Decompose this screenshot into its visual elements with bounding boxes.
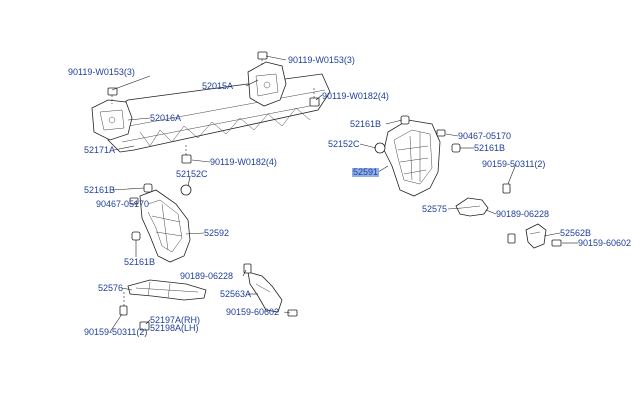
label-52161b-l1: 52161B <box>84 185 116 195</box>
clip-52152c-r <box>374 142 386 154</box>
bolt-90119-w0182-lower <box>181 145 192 164</box>
clip-90159-60602-r <box>551 239 562 247</box>
clip-90159-60602-l <box>287 309 298 317</box>
label-90119-w0153-left: 90119-W0153(3) <box>68 67 135 77</box>
clip-52161b-r1 <box>400 115 410 125</box>
label-90119-w0182-upper: 90119-W0182(4) <box>322 91 389 101</box>
side-retainer-52575 <box>455 197 489 217</box>
right-bracket-52015a <box>247 61 287 107</box>
label-90189-06228-r: 90189-06228 <box>496 209 550 219</box>
bumper-retainer-52591 <box>383 119 441 197</box>
label-52171a: 52171A <box>84 145 116 155</box>
label-90159-50311-l: 90159-50311(2) <box>84 327 148 337</box>
left-bracket-52016a <box>91 99 133 141</box>
bracket-52562b <box>525 223 547 249</box>
screw-90467-05170-r <box>436 129 446 137</box>
label-90159-60602-r: 90159-60602 <box>578 238 632 248</box>
clip-52161b-r2 <box>451 143 461 153</box>
label-52152c-r: 52152C <box>328 139 360 149</box>
label-52152c-l: 52152C <box>176 169 208 179</box>
bolt-90119-w0153-right <box>257 51 268 66</box>
clip-90189-06228-r <box>507 233 516 244</box>
label-52575: 52575 <box>422 204 448 214</box>
label-90159-50311-r: 90159-50311(2) <box>482 159 546 169</box>
screw-90159-50311-r <box>502 183 511 194</box>
clip-52197a-52198a <box>139 321 150 331</box>
screw-90159-50311-l <box>119 292 128 316</box>
screw-90467-05170-l <box>129 197 139 205</box>
label-52015a: 52015A <box>202 81 234 91</box>
label-90189-06228-l: 90189-06228 <box>180 271 234 281</box>
label-90467-05170-r: 90467-05170 <box>458 131 512 141</box>
label-52591: 52591 <box>352 167 380 177</box>
label-90119-w0153-right: 90119-W0153(3) <box>288 55 355 65</box>
label-52576: 52576 <box>98 283 124 293</box>
leader-lines <box>109 55 578 333</box>
bolt-90119-w0153-left <box>107 87 118 104</box>
clip-52161b-l2 <box>131 231 141 241</box>
label-52198a: 52198A(LH) <box>150 323 199 333</box>
bracket-52563a <box>247 271 283 313</box>
label-52016a: 52016A <box>150 113 182 123</box>
label-90159-60602-l: 90159-60602 <box>226 307 280 317</box>
label-52161b-r2: 52161B <box>474 143 506 153</box>
clip-52152c-l <box>180 184 192 196</box>
label-90467-05170-l: 90467-05170 <box>96 199 150 209</box>
bumper-retainer-52592 <box>139 189 191 263</box>
label-52563a: 52563A <box>220 289 252 299</box>
side-retainer-52576 <box>127 279 207 301</box>
label-52562b: 52562B <box>560 228 592 238</box>
label-90119-w0182-lower: 90119-W0182(4) <box>210 157 277 167</box>
label-52592: 52592 <box>204 228 230 238</box>
clip-52161b-l1 <box>143 183 153 193</box>
label-52161b-r1: 52161B <box>350 119 382 129</box>
label-52161b-l2: 52161B <box>124 257 156 267</box>
bolt-90119-w0182-upper <box>309 88 320 107</box>
label-52197a: 52197A(RH) <box>150 315 201 325</box>
